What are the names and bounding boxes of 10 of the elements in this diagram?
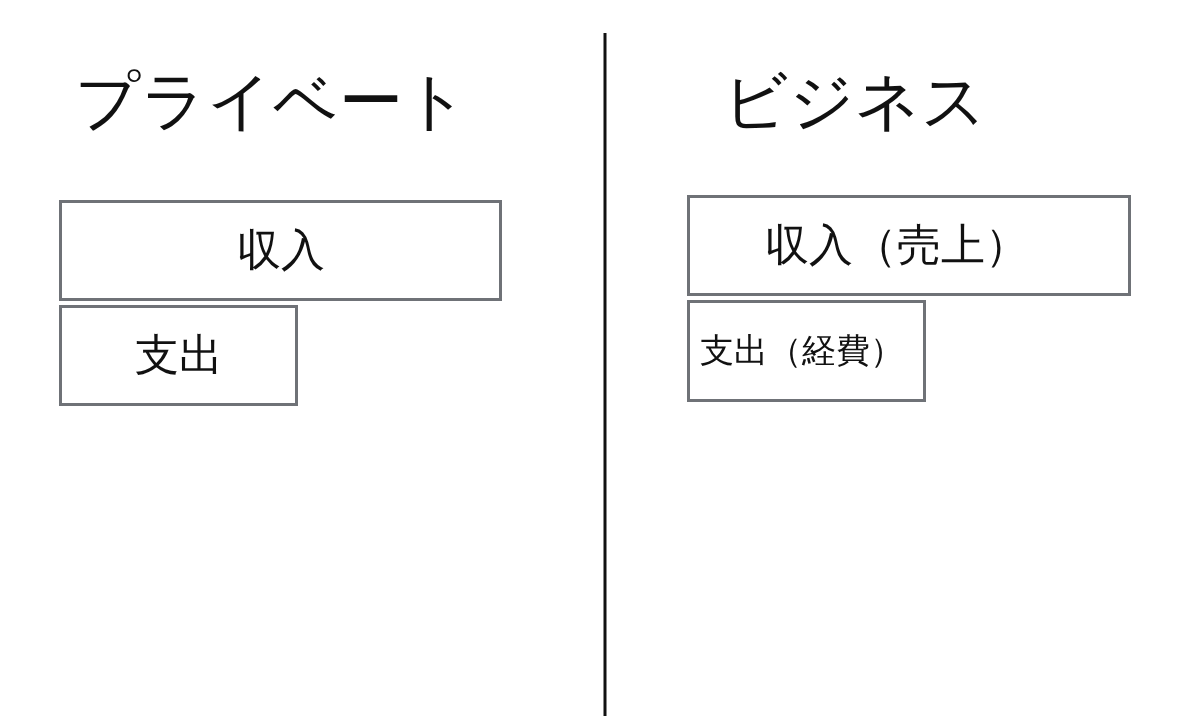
category-box	[59, 200, 502, 301]
column-heading: プライベート	[75, 66, 469, 137]
box-label: 支出	[134, 328, 223, 382]
box-label: 収入（売上）	[765, 218, 1029, 272]
category-box	[59, 305, 298, 406]
column-heading: ビジネス	[723, 66, 987, 137]
category-box	[687, 195, 1131, 296]
box-label: 支出（経費）	[700, 329, 904, 372]
category-box	[687, 300, 926, 402]
box-label: 収入	[236, 223, 325, 277]
